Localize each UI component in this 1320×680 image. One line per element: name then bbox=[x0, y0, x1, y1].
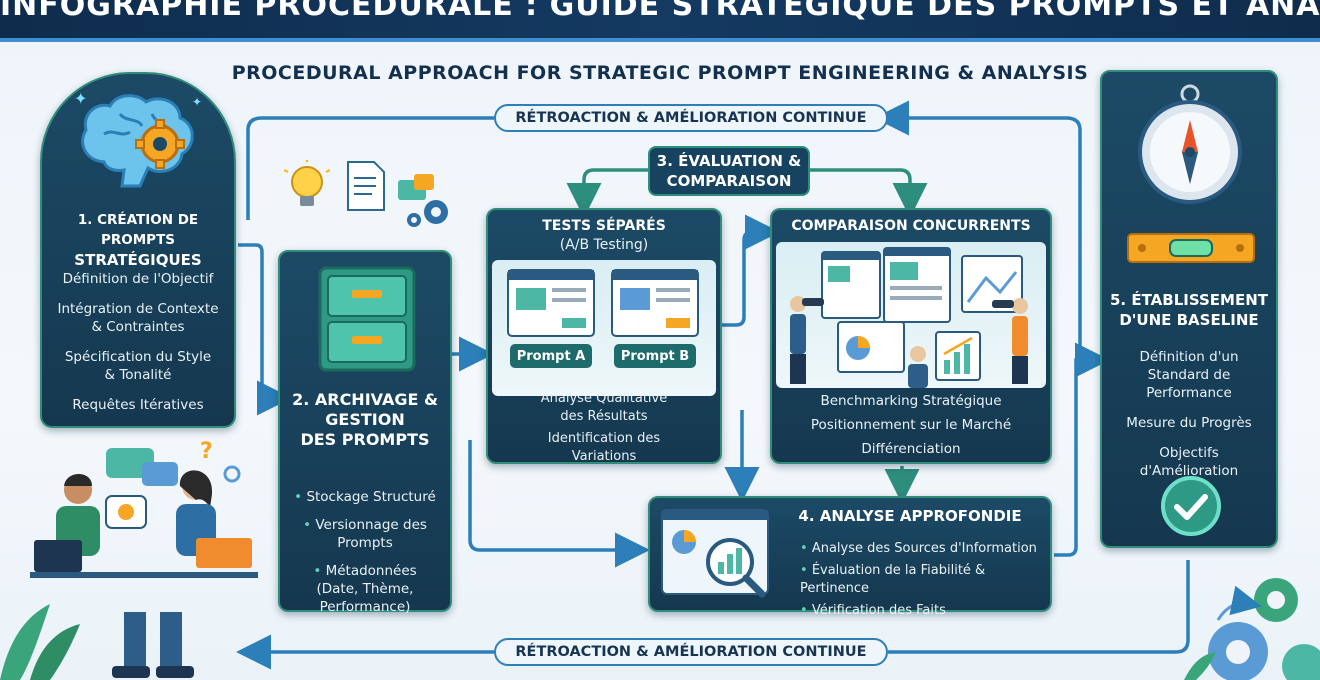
competitors-visual bbox=[776, 242, 1046, 388]
competitors-item: Benchmarking Stratégique bbox=[820, 393, 1002, 409]
step3-tag: 3. ÉVALUATION & COMPARAISON bbox=[648, 146, 810, 196]
svg-text:✦: ✦ bbox=[74, 89, 87, 108]
step5-item: Standard de bbox=[1147, 367, 1231, 383]
step5-item: Performance bbox=[1146, 385, 1232, 401]
gears-decoration bbox=[1184, 578, 1320, 680]
step5-panel: 5. ÉTABLISSEMENT D'UNE BASELINE Définiti… bbox=[1100, 70, 1278, 548]
document-icon bbox=[347, 161, 385, 211]
step2-item: Prompts bbox=[337, 535, 393, 551]
step4-item: Vérification des Faits bbox=[800, 602, 1044, 620]
step2-item: Métadonnées bbox=[280, 562, 450, 580]
step1-item: Spécification du Style bbox=[64, 349, 212, 365]
prompt-a-button: Prompt A bbox=[510, 344, 592, 368]
ab-item: Variations bbox=[571, 449, 637, 464]
ab-title-line1: TESTS SÉPARÉS bbox=[542, 218, 666, 234]
step3-title-line1: 3. ÉVALUATION & bbox=[656, 152, 802, 170]
step2-item: Versionnage des bbox=[280, 516, 450, 534]
step5-title-line1: 5. ÉTABLISSEMENT bbox=[1110, 291, 1268, 309]
competitors-item: Différenciation bbox=[861, 441, 961, 457]
gear-icon bbox=[398, 174, 448, 227]
step1-title-line2: STRATÉGIQUES bbox=[74, 251, 202, 269]
header-bar: INFOGRAPHIE PROCÉDURALE : GUIDE STRATÉGI… bbox=[0, 0, 1320, 42]
step2-item: Performance) bbox=[319, 599, 411, 615]
subtitle: PROCEDURAL APPROACH FOR STRATEGIC PROMPT… bbox=[231, 62, 1089, 84]
lightbulb-icon bbox=[284, 160, 330, 206]
question-mark-icon: ? bbox=[200, 439, 213, 464]
step5-item: Définition d'un bbox=[1139, 349, 1239, 365]
prompt-b-button: Prompt B bbox=[614, 344, 696, 368]
header-title: INFOGRAPHIE PROCÉDURALE : GUIDE STRATÉGI… bbox=[0, 0, 1320, 23]
step1-item: Requêtes Itératives bbox=[72, 397, 204, 413]
step1-title-line1: 1. CRÉATION DE PROMPTS bbox=[77, 212, 199, 248]
step1-item: Intégration de Contexte bbox=[57, 301, 219, 317]
magnifier-chart-icon bbox=[661, 509, 769, 598]
competitors-item: Positionnement sur le Marché bbox=[810, 417, 1012, 433]
brain-gear-icon: ✦ ✦ bbox=[74, 89, 202, 188]
step4-panel: 4. ANALYSE APPROFONDIE Analyse des Sourc… bbox=[648, 496, 1052, 618]
step5-item: d'Amélioration bbox=[1139, 463, 1239, 479]
step2-title-line1: 2. ARCHIVAGE & bbox=[292, 390, 438, 409]
step4-item: Analyse des Sources d'Information bbox=[800, 540, 1044, 558]
svg-text:✦: ✦ bbox=[192, 95, 202, 109]
step1-item: & Contraintes bbox=[91, 319, 185, 335]
step4-item: Évaluation de la Fiabilité & Pertinence bbox=[800, 562, 1044, 598]
step2-panel: 2. ARCHIVAGE & GESTION DES PROMPTS Stock… bbox=[278, 250, 452, 615]
step5-item: Mesure du Progrès bbox=[1126, 415, 1252, 431]
ab-testing-panel: TESTS SÉPARÉS (A/B Testing) Prompt A Pro… bbox=[486, 208, 722, 464]
step2-title-line3: DES PROMPTS bbox=[300, 430, 430, 449]
ab-visual: Prompt A Prompt B bbox=[492, 260, 716, 396]
step3-title-line2: COMPARAISON bbox=[666, 172, 792, 190]
ab-item: Identification des bbox=[547, 431, 661, 446]
step1-item: Définition de l'Objectif bbox=[62, 271, 214, 287]
step4-title: 4. ANALYSE APPROFONDIE bbox=[798, 507, 1022, 525]
compass-icon bbox=[1138, 84, 1242, 204]
check-circle-icon bbox=[1161, 476, 1221, 536]
filing-cabinet-icon bbox=[318, 266, 416, 372]
feedback-top-pill: RÉTROACTION & AMÉLIORATION CONTINUE bbox=[494, 104, 888, 132]
step5-item: Objectifs bbox=[1159, 445, 1219, 461]
step5-title-line2: D'UNE BASELINE bbox=[1119, 311, 1259, 329]
step2-item: (Date, Thème, bbox=[316, 581, 414, 597]
ab-item: Analyse Qualitative bbox=[540, 391, 668, 406]
competitors-title: COMPARAISON CONCURRENTS bbox=[791, 218, 1031, 234]
step1-panel: ✦ ✦ 1. CRÉATION DE PROMPTS STRATÉGIQUES … bbox=[40, 72, 236, 428]
step2-title-line2: GESTION bbox=[325, 410, 405, 429]
step2-item: Stockage Structuré bbox=[280, 488, 450, 506]
team-illustration: ? bbox=[0, 439, 258, 680]
level-tool-icon bbox=[1127, 233, 1255, 263]
feedback-bottom-pill: RÉTROACTION & AMÉLIORATION CONTINUE bbox=[494, 638, 888, 666]
ab-item: des Résultats bbox=[560, 409, 648, 424]
ab-title-line2: (A/B Testing) bbox=[559, 237, 649, 253]
competitors-panel: COMPARAISON CONCURRENTS bbox=[770, 208, 1052, 464]
step1-item: & Tonalité bbox=[104, 367, 172, 383]
